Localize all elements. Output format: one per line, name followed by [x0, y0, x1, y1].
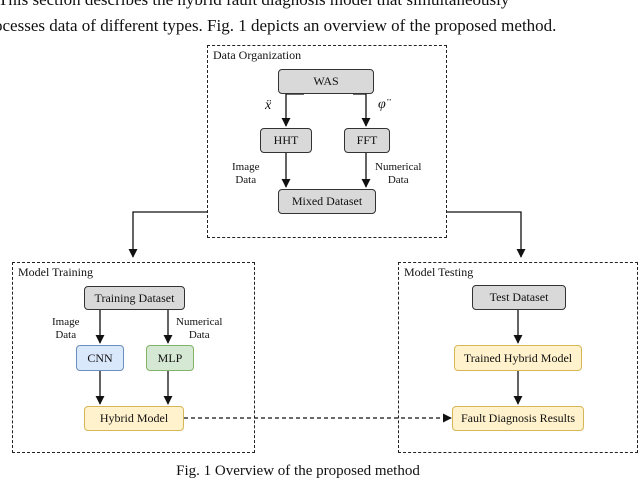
- model-testing-title: Model Testing: [404, 265, 474, 279]
- trained-hybrid-model-node: Trained Hybrid Model: [454, 345, 582, 371]
- numerical-data-label-top: Numerical Data: [375, 161, 422, 186]
- image-data-label-top: Image Data: [232, 161, 260, 186]
- mixed-dataset-node: Mixed Dataset: [278, 189, 376, 214]
- fault-diagnosis-results-node: Fault Diagnosis Results: [452, 406, 584, 431]
- model-testing-group: Model Testing: [398, 262, 638, 453]
- intro-line-1: This section describes the hybrid fault …: [0, 0, 640, 13]
- intro-line-2: ocesses data of different types. Fig. 1 …: [0, 16, 557, 35]
- numerical-data-label-train: Numerical Data: [176, 316, 223, 341]
- cnn-node: CNN: [76, 345, 124, 371]
- training-dataset-node: Training Dataset: [84, 286, 185, 310]
- hybrid-model-node: Hybrid Model: [84, 406, 184, 431]
- symbol-x-double-dot: ẍ: [265, 98, 272, 113]
- data-organization-title: Data Organization: [213, 48, 302, 62]
- model-training-group: Model Training: [12, 262, 255, 453]
- hht-node: HHT: [260, 128, 312, 153]
- figure-caption: Fig. 1 Overview of the proposed method: [176, 463, 420, 479]
- fft-node: FFT: [344, 128, 390, 153]
- test-dataset-node: Test Dataset: [472, 285, 566, 310]
- model-training-title: Model Training: [18, 265, 94, 279]
- image-data-label-train: Image Data: [52, 316, 80, 341]
- symbol-phi-double-dot: φ̈: [378, 97, 386, 112]
- was-node: WAS: [278, 69, 374, 94]
- data-organization-group: Data Organization: [207, 45, 447, 238]
- mlp-node: MLP: [146, 345, 194, 371]
